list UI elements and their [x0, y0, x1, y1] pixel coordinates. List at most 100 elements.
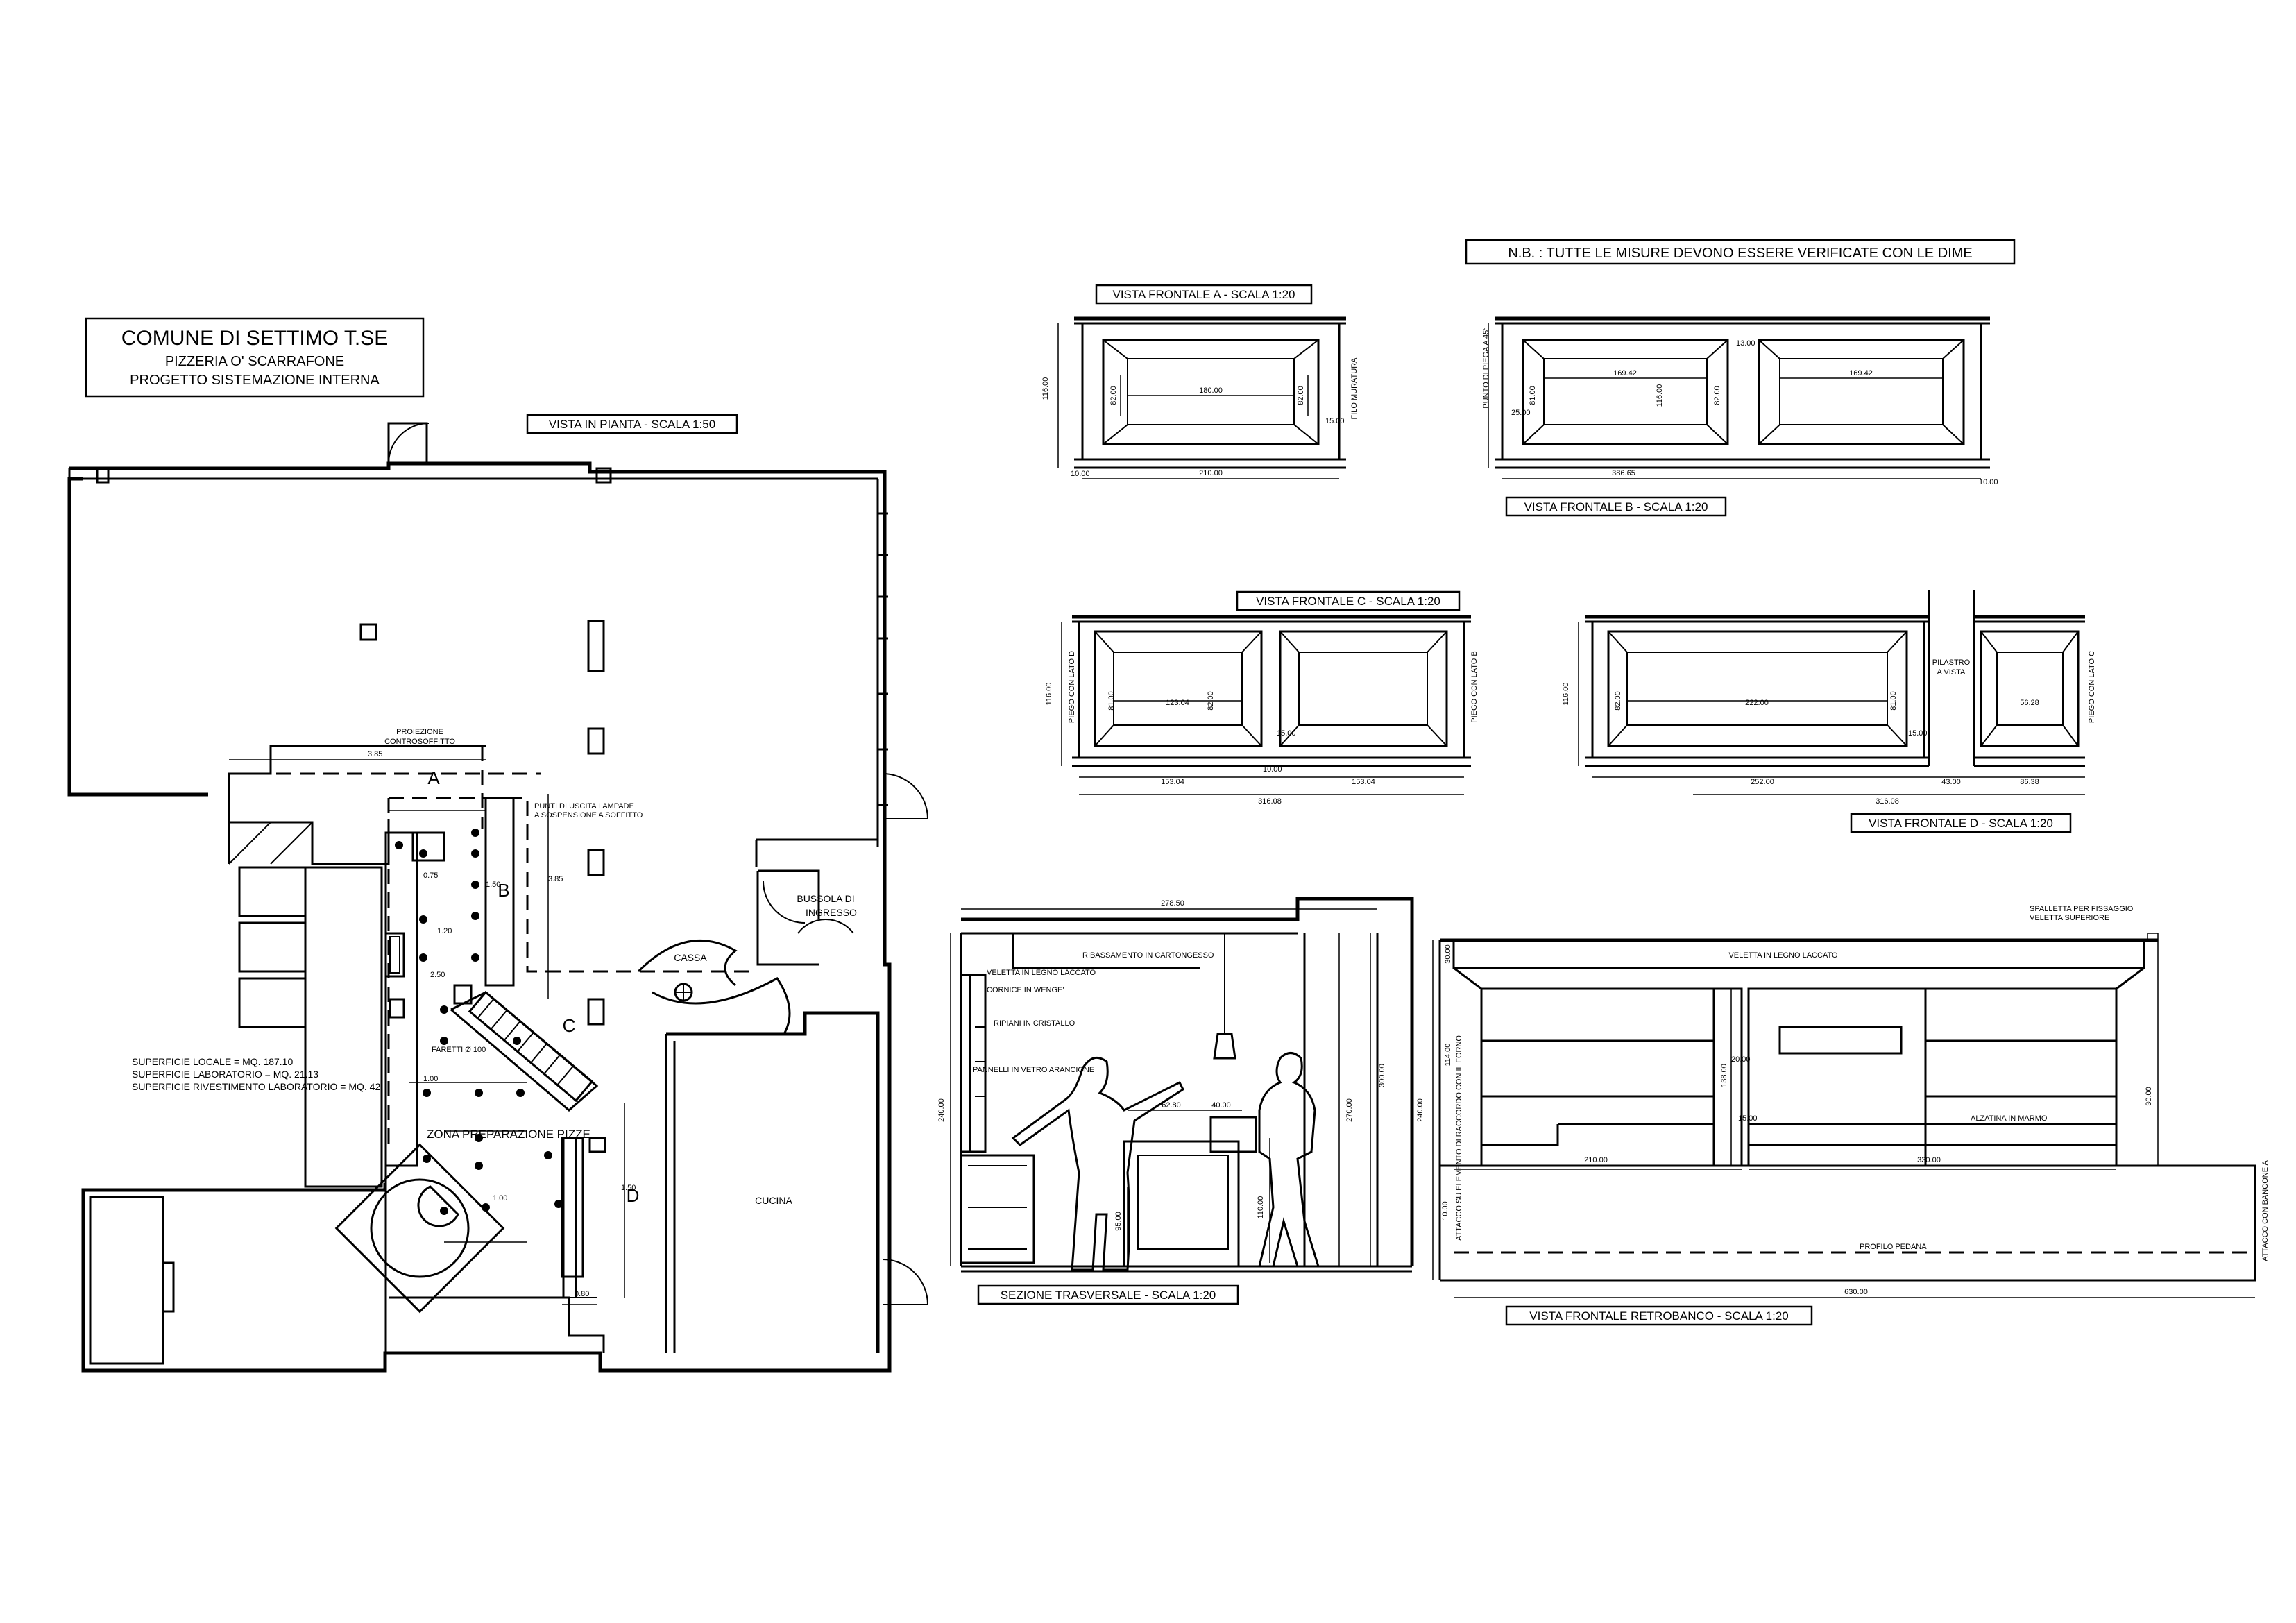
plan-dim-7: 1.00: [493, 1194, 507, 1203]
plan-dim-2: 0.75: [423, 872, 438, 880]
retrobanco-view: 210.00 330.00 630.00 240.00 138.00 30.00…: [1416, 905, 2270, 1326]
room-bussola: BUSSOLA DI: [797, 893, 854, 904]
plan-dim-6: 1.00: [423, 1075, 438, 1083]
retro-total: 630.00: [1844, 1288, 1868, 1296]
front-d-w1: 252.00: [1751, 778, 1774, 786]
front-b-panel-1: 169.42: [1613, 369, 1637, 377]
section-h-counter-2: 110.00: [1257, 1196, 1265, 1219]
front-c-p1: 123.04: [1166, 699, 1189, 707]
surface-locale: SUPERFICIE LOCALE = MQ. 187.10: [132, 1056, 293, 1067]
retro-veletta-sup: VELETTA SUPERIORE: [2030, 914, 2109, 922]
retro-spalletta: SPALLETTA PER FISSAGGIO: [2030, 905, 2134, 913]
front-b-side: 13.00: [1736, 339, 1755, 348]
front-a-inner-h: 82.00: [1109, 386, 1118, 405]
front-b-ih2: 82.00: [1713, 386, 1721, 405]
front-b-note: PUNTO DI PIEGA A 45°: [1482, 327, 1490, 408]
title-line-2: PIZZERIA O' SCARRAFONE: [165, 354, 344, 369]
section-ripiani: RIPIANI IN CRISTALLO: [994, 1019, 1075, 1028]
front-c-w1: 153.04: [1161, 778, 1184, 786]
section-w1: 62.80: [1162, 1101, 1181, 1110]
room-cucina: CUCINA: [755, 1195, 792, 1206]
front-d-p2: 56.28: [2020, 699, 2039, 707]
retro-w1: 210.00: [1584, 1156, 1608, 1164]
front-b-panel-2: 169.42: [1849, 369, 1873, 377]
front-c-label: VISTA FRONTALE C - SCALA 1:20: [1256, 595, 1440, 608]
section-cornice: CORNICE IN WENGE': [987, 986, 1064, 994]
front-d-note-right: PIEGO CON LATO C: [2088, 651, 2096, 723]
front-c-h: 116.00: [1045, 683, 1053, 706]
front-d-vista: A VISTA: [1937, 668, 1966, 677]
plan-note-punti-2: A SOSPENSIONE A SOFFITTO: [534, 811, 643, 819]
front-a-side: 15.00: [1325, 417, 1345, 425]
plan-dim-10: 1.50: [621, 1184, 636, 1192]
front-b-base: 10.00: [1979, 478, 1998, 486]
plan-view-label: VISTA IN PIANTA - SCALA 1:50: [549, 418, 715, 431]
front-c-inner: 81.00: [1107, 691, 1116, 711]
front-c-gap: 10.00: [1263, 765, 1282, 774]
front-b-label: VISTA FRONTALE B - SCALA 1:20: [1524, 500, 1708, 513]
room-zona-preparazione: ZONA PREPARAZIONE PIZZE: [427, 1128, 590, 1141]
retro-h3: 30.00: [1444, 944, 1452, 964]
plan-dim-4: 2.50: [430, 971, 445, 979]
title-line-1: COMUNE DI SETTIMO T.SE: [121, 327, 388, 350]
surface-rivestimento: SUPERFICIE RIVESTIMENTO LABORATORIO = MQ…: [132, 1081, 380, 1092]
front-d-h: 116.00: [1562, 683, 1570, 706]
section-h-total: 300.00: [1378, 1064, 1386, 1087]
front-d-p1: 222.00: [1745, 699, 1769, 707]
retro-h6: 20.00: [1731, 1055, 1751, 1064]
retro-h4: 114.00: [1444, 1044, 1452, 1067]
front-a-base: 10.00: [1071, 470, 1090, 478]
retro-alzatina: ALZATINA IN MARMO: [1971, 1114, 2048, 1123]
front-c-note-left: PIEGO CON LATO D: [1068, 651, 1076, 723]
surface-laboratorio: SUPERFICIE LABORATORIO = MQ. 21.13: [132, 1069, 318, 1080]
front-d-w2: 43.00: [1941, 778, 1961, 786]
plan-dim-8: 0.80: [575, 1290, 589, 1298]
plan-dim-5: 1.50: [486, 881, 500, 889]
front-view-d: 222.00 56.28 252.00 43.00 86.38 316.08 1…: [1562, 590, 2096, 833]
section-pannelli: PANNELLI IN VETRO ARANCIONE: [973, 1066, 1094, 1074]
retro-label: VISTA FRONTALE RETROBANCO - SCALA 1:20: [1529, 1309, 1788, 1323]
front-a-height: 116.00: [1041, 377, 1050, 400]
front-d-pilastro: PILASTRO: [1932, 658, 1971, 667]
room-ingresso: INGRESSO: [806, 907, 857, 918]
retro-h2: 138.00: [1720, 1064, 1728, 1087]
front-d-w3: 86.38: [2020, 778, 2039, 786]
front-view-a: VISTA FRONTALE A - SCALA 1:20 116.00 180…: [1041, 284, 1359, 479]
front-a-label: VISTA FRONTALE A - SCALA 1:20: [1113, 288, 1295, 301]
front-d-total: 316.08: [1876, 797, 1899, 806]
plan-note-controsoffitto: CONTROSOFFITTO: [384, 738, 455, 746]
front-d-ih2: 81.00: [1889, 691, 1898, 711]
front-c-side: 15.00: [1277, 729, 1296, 738]
retro-attacco-left: ATTACCO SU ELEMENTO DI RACCORDO CON IL F…: [1455, 1035, 1463, 1241]
front-c-ih: 82.00: [1207, 691, 1215, 711]
marker-a: A: [427, 767, 440, 788]
section-h-right: 270.00: [1345, 1098, 1354, 1122]
notice-box: N.B. : TUTTE LE MISURE DEVONO ESSERE VER…: [1465, 239, 2016, 265]
title-block: COMUNE DI SETTIMO T.SE PIZZERIA O' SCARR…: [85, 317, 425, 398]
section-h-wall: 240.00: [937, 1098, 946, 1122]
retro-w2: 330.00: [1917, 1156, 1941, 1164]
retro-veletta: VELETTA IN LEGNO LACCATO: [1728, 951, 1838, 960]
marker-b: B: [498, 880, 509, 901]
front-b-total: 386.65: [1612, 469, 1635, 477]
section-label: SEZIONE TRASVERSALE - SCALA 1:20: [1001, 1289, 1216, 1302]
front-b-ih: 81.00: [1529, 386, 1537, 405]
section-veletta: VELETTA IN LEGNO LACCATO: [987, 969, 1096, 977]
section-dim-top: 278.50: [1161, 899, 1184, 908]
retro-h8: 30.00: [2145, 1087, 2153, 1106]
front-c-note-right: PIEGO CON LATO B: [1470, 651, 1479, 723]
section-w2: 40.00: [1211, 1101, 1231, 1110]
section-view: 278.50 240.00 300.00 270.00 62.80 40.00 …: [937, 897, 1414, 1305]
retro-attacco: ATTACCO CON BANCONE A: [2261, 1160, 2270, 1261]
plan-dim-1: 3.85: [368, 750, 382, 758]
plan-view: VISTA IN PIANTA - SCALA 1:50 BUSSOLA DI …: [67, 414, 929, 1373]
retro-h5: 10.00: [1441, 1201, 1449, 1221]
plan-note-proiezione: PROIEZIONE: [396, 728, 443, 736]
room-cassa: CASSA: [674, 952, 707, 963]
front-c-total: 316.08: [1258, 797, 1282, 806]
front-a-inner-h2: 82.00: [1297, 386, 1305, 405]
front-a-panel: 180.00: [1199, 386, 1223, 395]
retro-h1: 240.00: [1416, 1098, 1425, 1122]
plan-dim-9: 3.85: [548, 875, 563, 883]
